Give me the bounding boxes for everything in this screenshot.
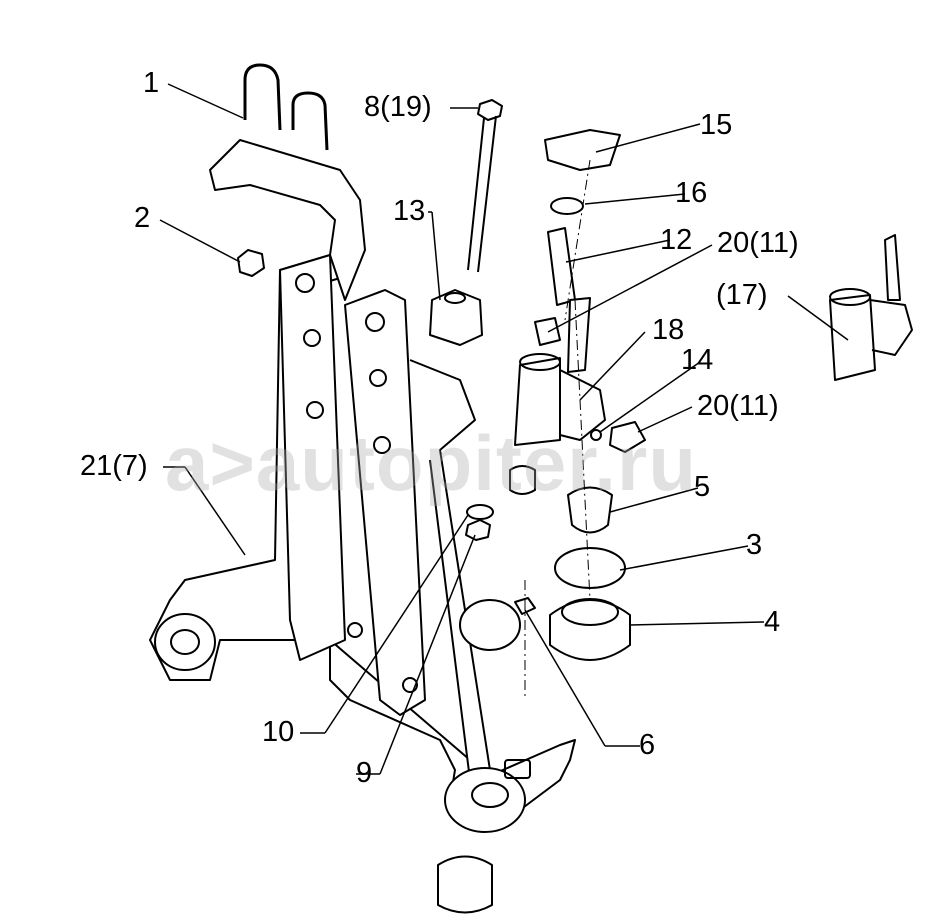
- part-17: [829, 294, 913, 381]
- callout-18: 18: [652, 314, 685, 346]
- callout-17: (17): [716, 279, 768, 311]
- frame-hole: [306, 401, 324, 419]
- ring-3: [554, 547, 626, 589]
- frame-hole: [369, 369, 387, 387]
- callout-3: 3: [746, 529, 763, 561]
- callout-9: 9: [356, 757, 373, 789]
- bolt-8: [467, 99, 503, 273]
- callout-10: 10: [262, 716, 295, 748]
- frame-hole: [365, 312, 385, 332]
- callout-6: 6: [639, 729, 656, 761]
- callout-20-11-bottom: 20(11): [697, 390, 779, 422]
- callout-2: 2: [134, 202, 151, 234]
- pin-12: [547, 227, 576, 306]
- frame-hole: [373, 436, 391, 454]
- frame-hole: [402, 677, 418, 693]
- bushing-small: [509, 465, 536, 495]
- bottom-bushing: [437, 855, 493, 914]
- callout-16: 16: [675, 177, 708, 209]
- frame-hole: [295, 273, 315, 293]
- eye-left: [154, 613, 216, 671]
- watermark: a>autopiter.ru: [165, 419, 697, 507]
- nut-9: [465, 519, 491, 541]
- sleeve-18: [514, 357, 606, 446]
- callout-20-11-top: 20(11): [717, 227, 799, 259]
- eye-bottom: [444, 767, 526, 833]
- washer-10: [466, 504, 494, 520]
- housing: [459, 599, 521, 651]
- bushing-20b: [609, 421, 646, 453]
- frame-plate-right: [344, 289, 426, 716]
- washer-16: [550, 197, 584, 215]
- bushing-5: [567, 486, 613, 534]
- center-lines: [524, 159, 591, 700]
- bearing-4: [549, 599, 631, 661]
- eye-left-hole: [170, 629, 200, 655]
- callout-13: 13: [393, 195, 426, 227]
- bushing-20: [534, 317, 561, 346]
- bracket: [209, 139, 366, 301]
- clip-15: [544, 129, 621, 171]
- frame-plate-left: [279, 254, 346, 661]
- nut-2: [237, 249, 265, 277]
- u-bolt: [291, 91, 329, 151]
- u-bolt: [243, 63, 282, 131]
- callout-5: 5: [694, 471, 711, 503]
- callout-21-7: 21(7): [80, 450, 148, 482]
- callout-1: 1: [143, 67, 160, 99]
- frame-hole: [347, 622, 363, 638]
- eye-bottom-hole: [471, 782, 509, 808]
- block-13: [429, 289, 483, 346]
- callout-4: 4: [764, 606, 781, 638]
- sleeve-tab: [567, 297, 591, 373]
- callout-12: 12: [660, 224, 693, 256]
- frame-hole: [303, 329, 321, 347]
- callout-15: 15: [700, 109, 733, 141]
- nut-14: [590, 429, 602, 441]
- callout-14: 14: [681, 344, 714, 376]
- frame-stop: [504, 759, 531, 779]
- leader-lines: [159, 83, 849, 775]
- callout-8-19: 8(19): [364, 91, 432, 123]
